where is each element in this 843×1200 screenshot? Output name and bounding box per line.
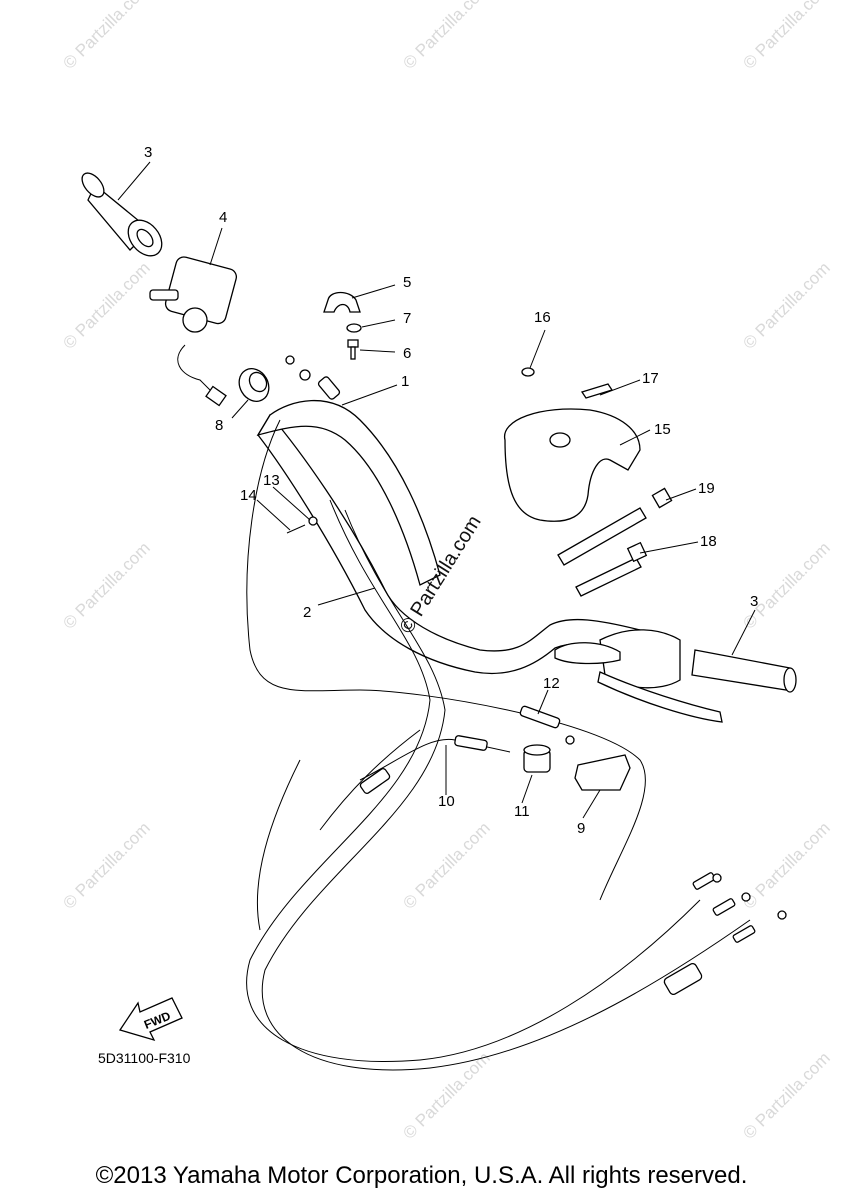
callout-19: 19 xyxy=(698,480,715,497)
choke-knob xyxy=(523,744,551,773)
watermark-text: © Partzilla.com xyxy=(59,258,153,352)
callout-8: 8 xyxy=(215,417,223,434)
callout-1: 1 xyxy=(401,373,409,390)
label xyxy=(580,383,614,399)
collar xyxy=(238,368,270,402)
cable-bundle xyxy=(246,419,751,1071)
watermark-text: © Partzilla.com xyxy=(59,0,153,73)
watermark-text: © Partzilla.com xyxy=(739,258,833,352)
watermark-text: © Partzilla.com xyxy=(59,818,153,912)
callout-17: 17 xyxy=(642,370,659,387)
starter-cable xyxy=(359,735,511,794)
callout-11: 11 xyxy=(514,803,530,820)
cover xyxy=(504,408,641,522)
callout-13: 13 xyxy=(263,472,280,489)
leader-lines xyxy=(117,161,756,819)
watermark-text: © Partzilla.com xyxy=(739,538,833,632)
switch-clamp xyxy=(323,291,361,313)
right-grip-assembly xyxy=(554,629,797,723)
watermark-text: © Partzilla.com xyxy=(739,1048,833,1142)
watermark-text: © Partzilla.com xyxy=(59,538,153,632)
screw xyxy=(347,339,359,360)
callout-10: 10 xyxy=(438,793,455,810)
pin xyxy=(286,524,306,534)
handlebar-switch xyxy=(149,256,238,407)
forward-arrow-icon: FWD xyxy=(118,997,183,1042)
callout-18: 18 xyxy=(700,533,717,550)
callout-3-right: 3 xyxy=(750,593,758,610)
callout-3-left: 3 xyxy=(144,144,152,161)
callout-12: 12 xyxy=(543,675,560,692)
watermark-text: © Partzilla.com xyxy=(399,818,493,912)
callout-7: 7 xyxy=(403,310,411,327)
throttle-cable xyxy=(285,355,341,400)
choke-cable xyxy=(519,705,575,745)
watermark-text: © Partzilla.com xyxy=(739,818,833,912)
left-grip xyxy=(81,172,163,257)
callout-5: 5 xyxy=(403,274,411,291)
diagram-code: 5D31100-F310 xyxy=(98,1050,191,1066)
cable-tie xyxy=(557,487,673,566)
callout-6: 6 xyxy=(403,345,411,362)
watermark-text: © Partzilla.com xyxy=(399,0,493,73)
cap xyxy=(521,367,535,377)
callout-15: 15 xyxy=(654,421,671,438)
callout-2: 2 xyxy=(303,604,311,621)
callout-16: 16 xyxy=(534,309,551,326)
callout-9: 9 xyxy=(577,820,585,837)
watermark-text: © Partzilla.com xyxy=(399,1048,493,1142)
nut xyxy=(308,516,318,526)
copyright-notice: ©2013 Yamaha Motor Corporation, U.S.A. A… xyxy=(95,1162,748,1189)
watermark-text: © Partzilla.com xyxy=(739,0,833,73)
callout-labels: 1 2 3 3 4 5 6 7 8 9 10 11 12 13 14 15 16… xyxy=(144,144,758,837)
washer xyxy=(346,323,362,333)
cable-ends xyxy=(663,872,787,995)
callout-4: 4 xyxy=(219,209,227,226)
cable-tie xyxy=(575,541,648,597)
choke-lever xyxy=(574,754,631,791)
callout-14: 14 xyxy=(240,487,257,504)
